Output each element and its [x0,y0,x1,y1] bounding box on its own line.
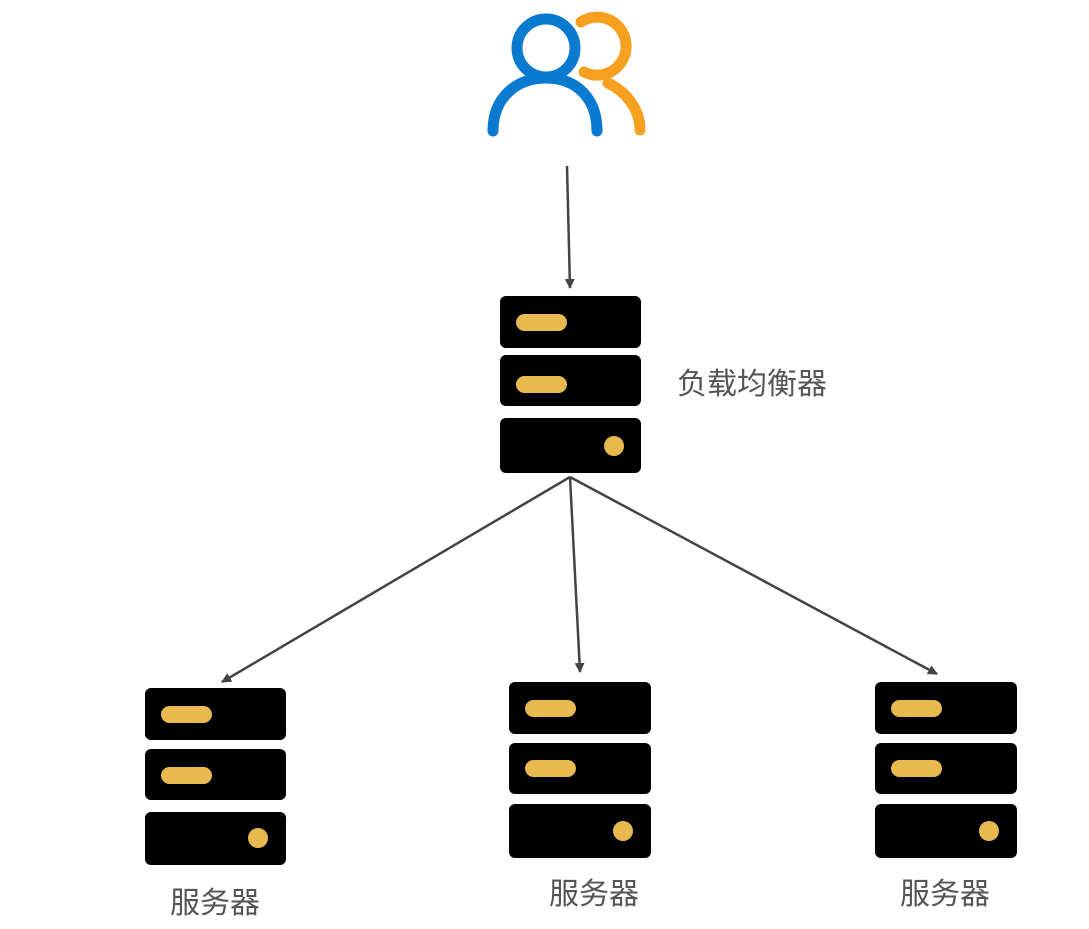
users-icon [487,11,646,137]
edge-load-balancer-to-server-1 [221,475,571,684]
server-3-icon [875,682,1017,858]
server-1-icon [145,688,286,865]
edges [221,165,938,684]
load-balancer-label: 负载均衡器 [677,367,827,402]
load-balancer-server-icon [500,296,641,473]
server-2-label: 服务器 [549,877,639,912]
server-3-label: 服务器 [900,877,990,912]
edge-load-balancer-to-server-3 [569,475,938,676]
server-2-icon [509,682,651,858]
edge-users-to-load-balancer [564,165,575,289]
server-1-label: 服务器 [170,886,260,921]
edge-load-balancer-to-server-2 [568,476,585,673]
